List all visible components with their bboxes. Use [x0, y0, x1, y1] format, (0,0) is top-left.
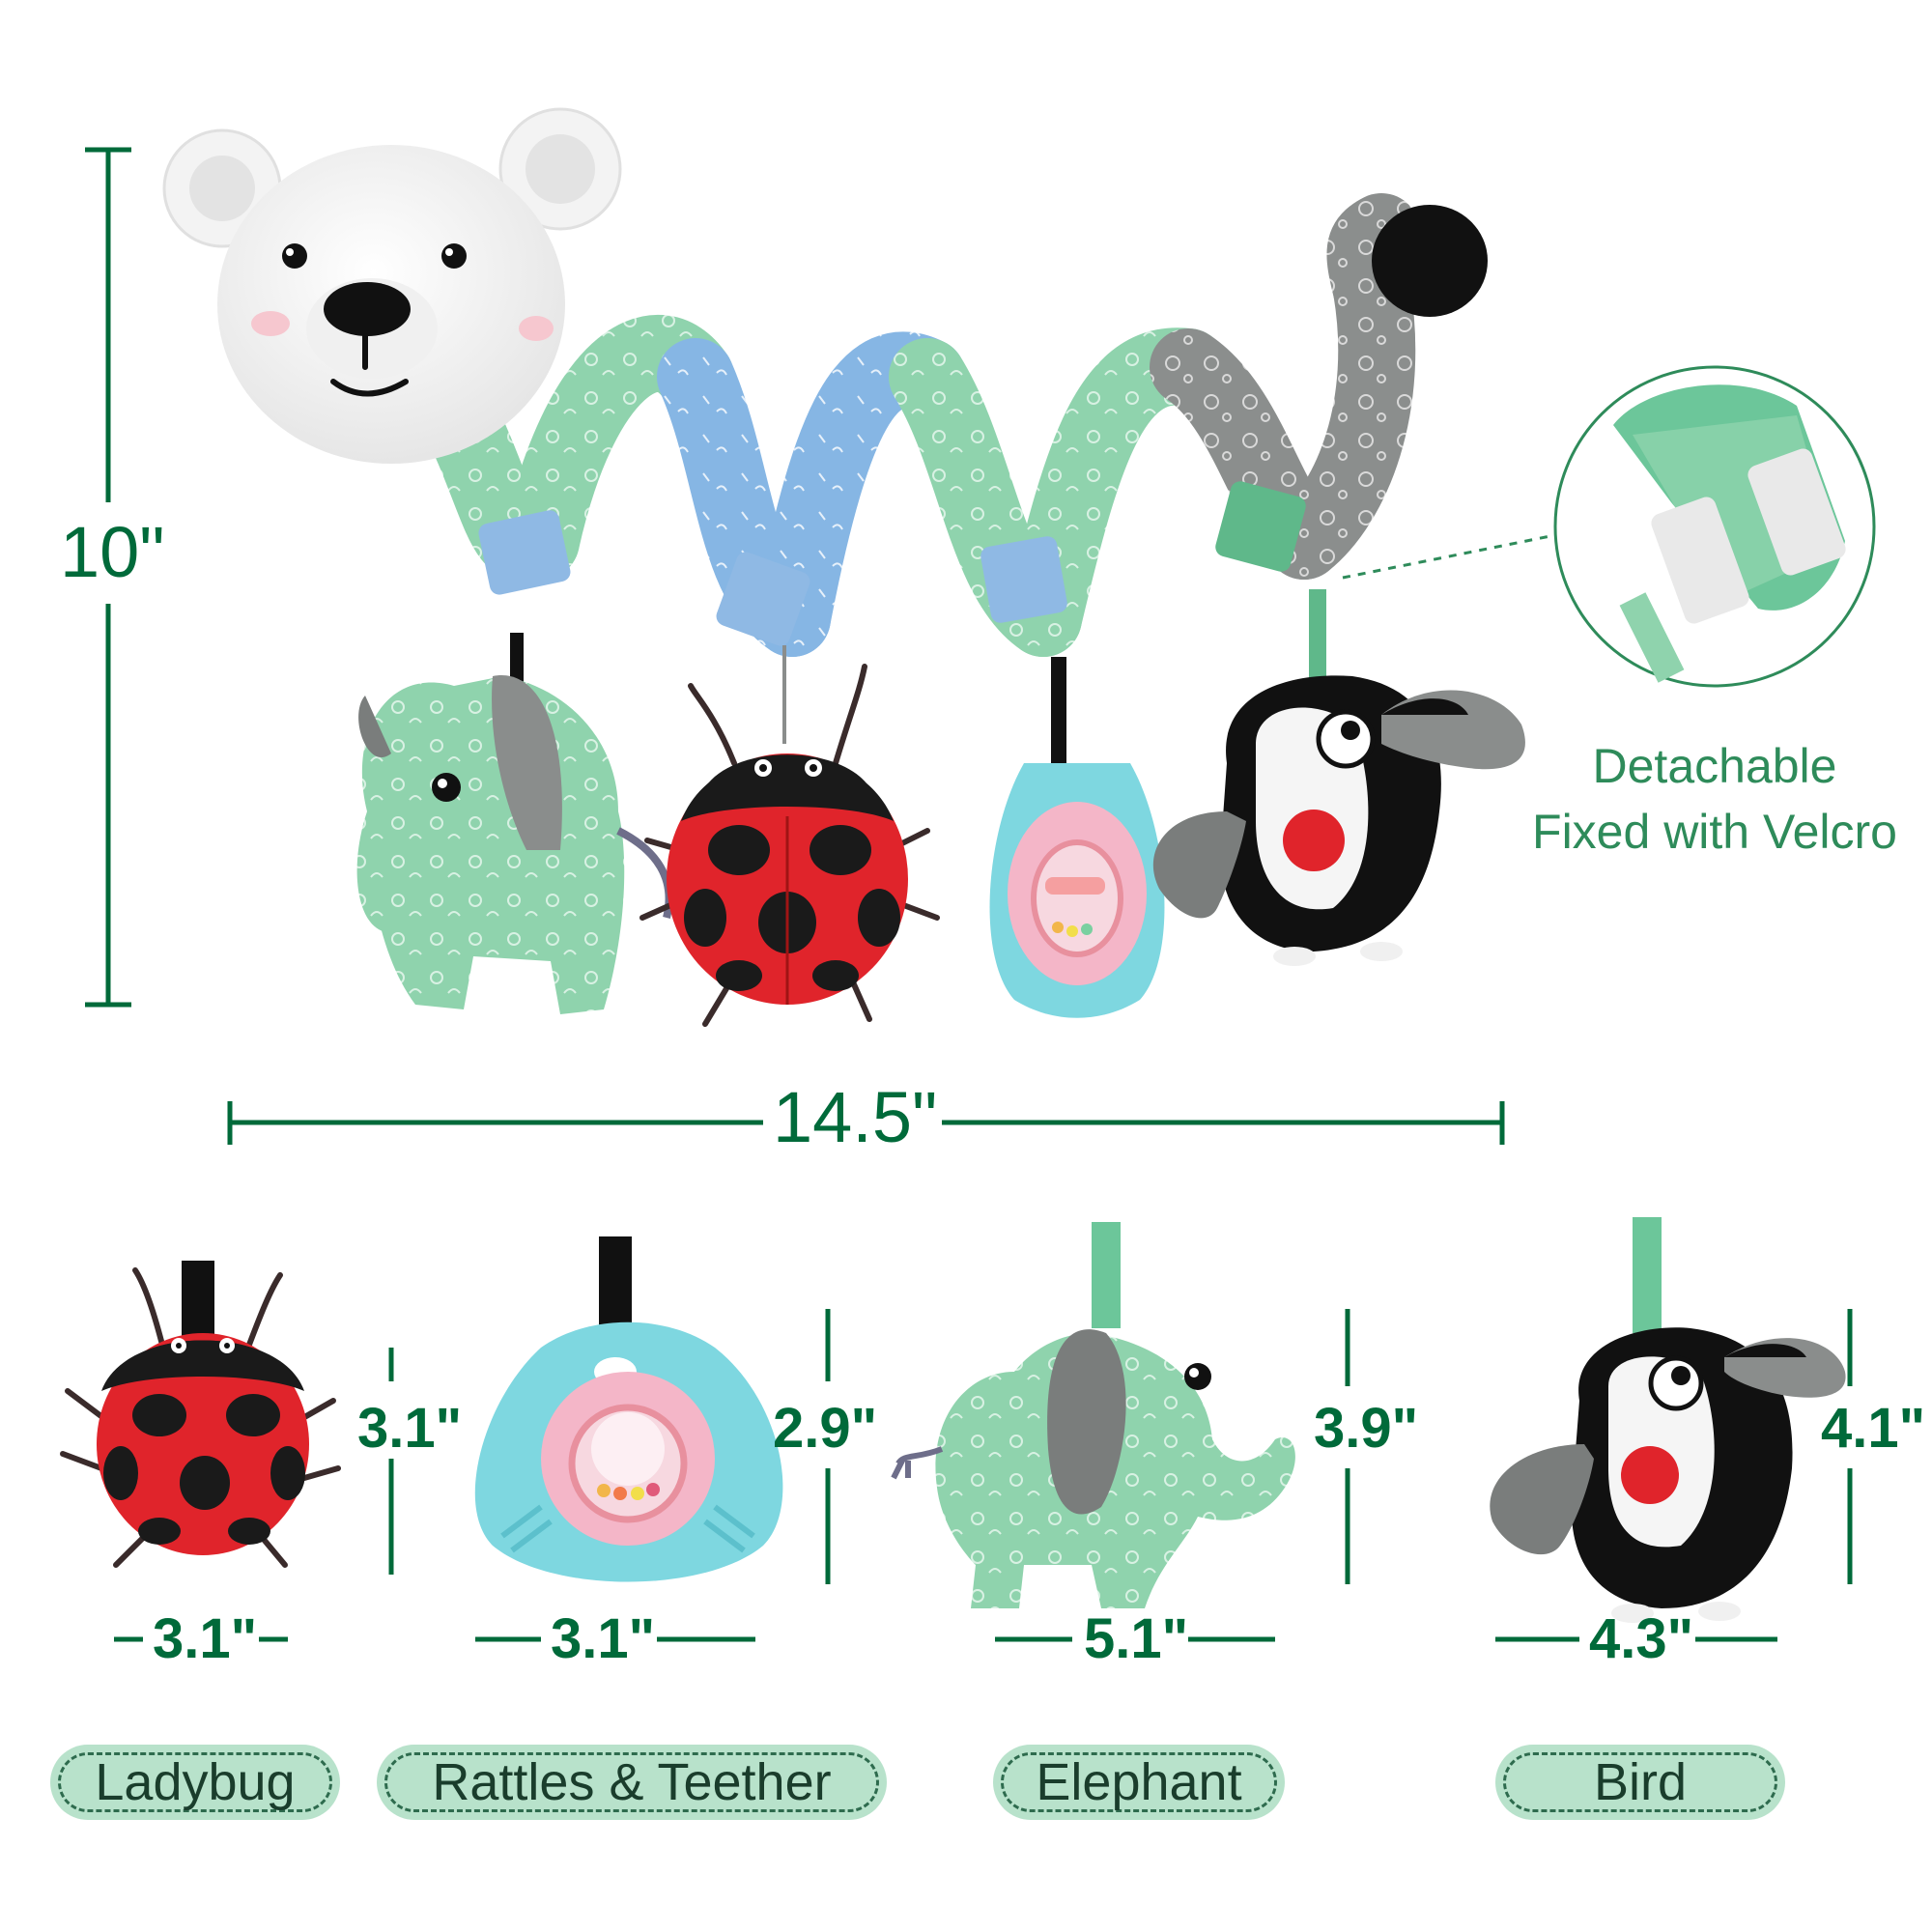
pill-border [1503, 1752, 1777, 1812]
pill-border [58, 1752, 332, 1812]
velcro-callout-text: Detachable Fixed with Velcro [1521, 734, 1908, 865]
bird-pill: Bird [1495, 1745, 1785, 1820]
bird-width-label: 4.3" [1589, 1607, 1694, 1670]
bird-height-label: 4.1" [1821, 1397, 1926, 1460]
ladybug-label: Ladybug [95, 1753, 296, 1811]
elephant-label: Elephant [1036, 1753, 1242, 1811]
rattle-label: Rattles & Teether [432, 1753, 832, 1811]
velcro-callout [1553, 365, 1876, 688]
elephant-bottom [891, 1222, 1295, 1608]
elephant-height-label: 3.9" [1314, 1397, 1419, 1460]
elephant-width-label: 5.1" [1084, 1607, 1189, 1670]
ladybug-height-label: 3.1" [357, 1397, 463, 1460]
bird-label: Bird [1593, 1753, 1688, 1811]
dimension-lines [85, 147, 1853, 1642]
bird-bottom [1490, 1217, 1846, 1623]
ladybug-top [639, 645, 940, 1027]
ladybug-width-label: 3.1" [153, 1607, 258, 1670]
callout-line-1: Detachable [1592, 739, 1837, 793]
bear-head [162, 107, 622, 464]
callout-leader-line [1342, 534, 1551, 580]
rattle-pill: Rattles & Teether [377, 1745, 887, 1820]
teether-bottom [474, 1236, 783, 1582]
pill-border [384, 1752, 879, 1812]
bird-top [1152, 589, 1525, 966]
height-label: 10" [60, 512, 165, 592]
teether-top [989, 657, 1165, 1018]
end-disc [1372, 205, 1488, 317]
elephant-top [356, 633, 673, 1014]
pill-border [1001, 1752, 1277, 1812]
width-label: 14.5" [773, 1077, 938, 1157]
rattle-width-label: 3.1" [551, 1607, 656, 1670]
ladybug-pill: Ladybug [50, 1745, 340, 1820]
elephant-pill: Elephant [993, 1745, 1285, 1820]
callout-line-2: Fixed with Velcro [1532, 804, 1897, 859]
rattle-height-label: 2.9" [773, 1397, 878, 1460]
ladybug-bottom [60, 1261, 341, 1568]
